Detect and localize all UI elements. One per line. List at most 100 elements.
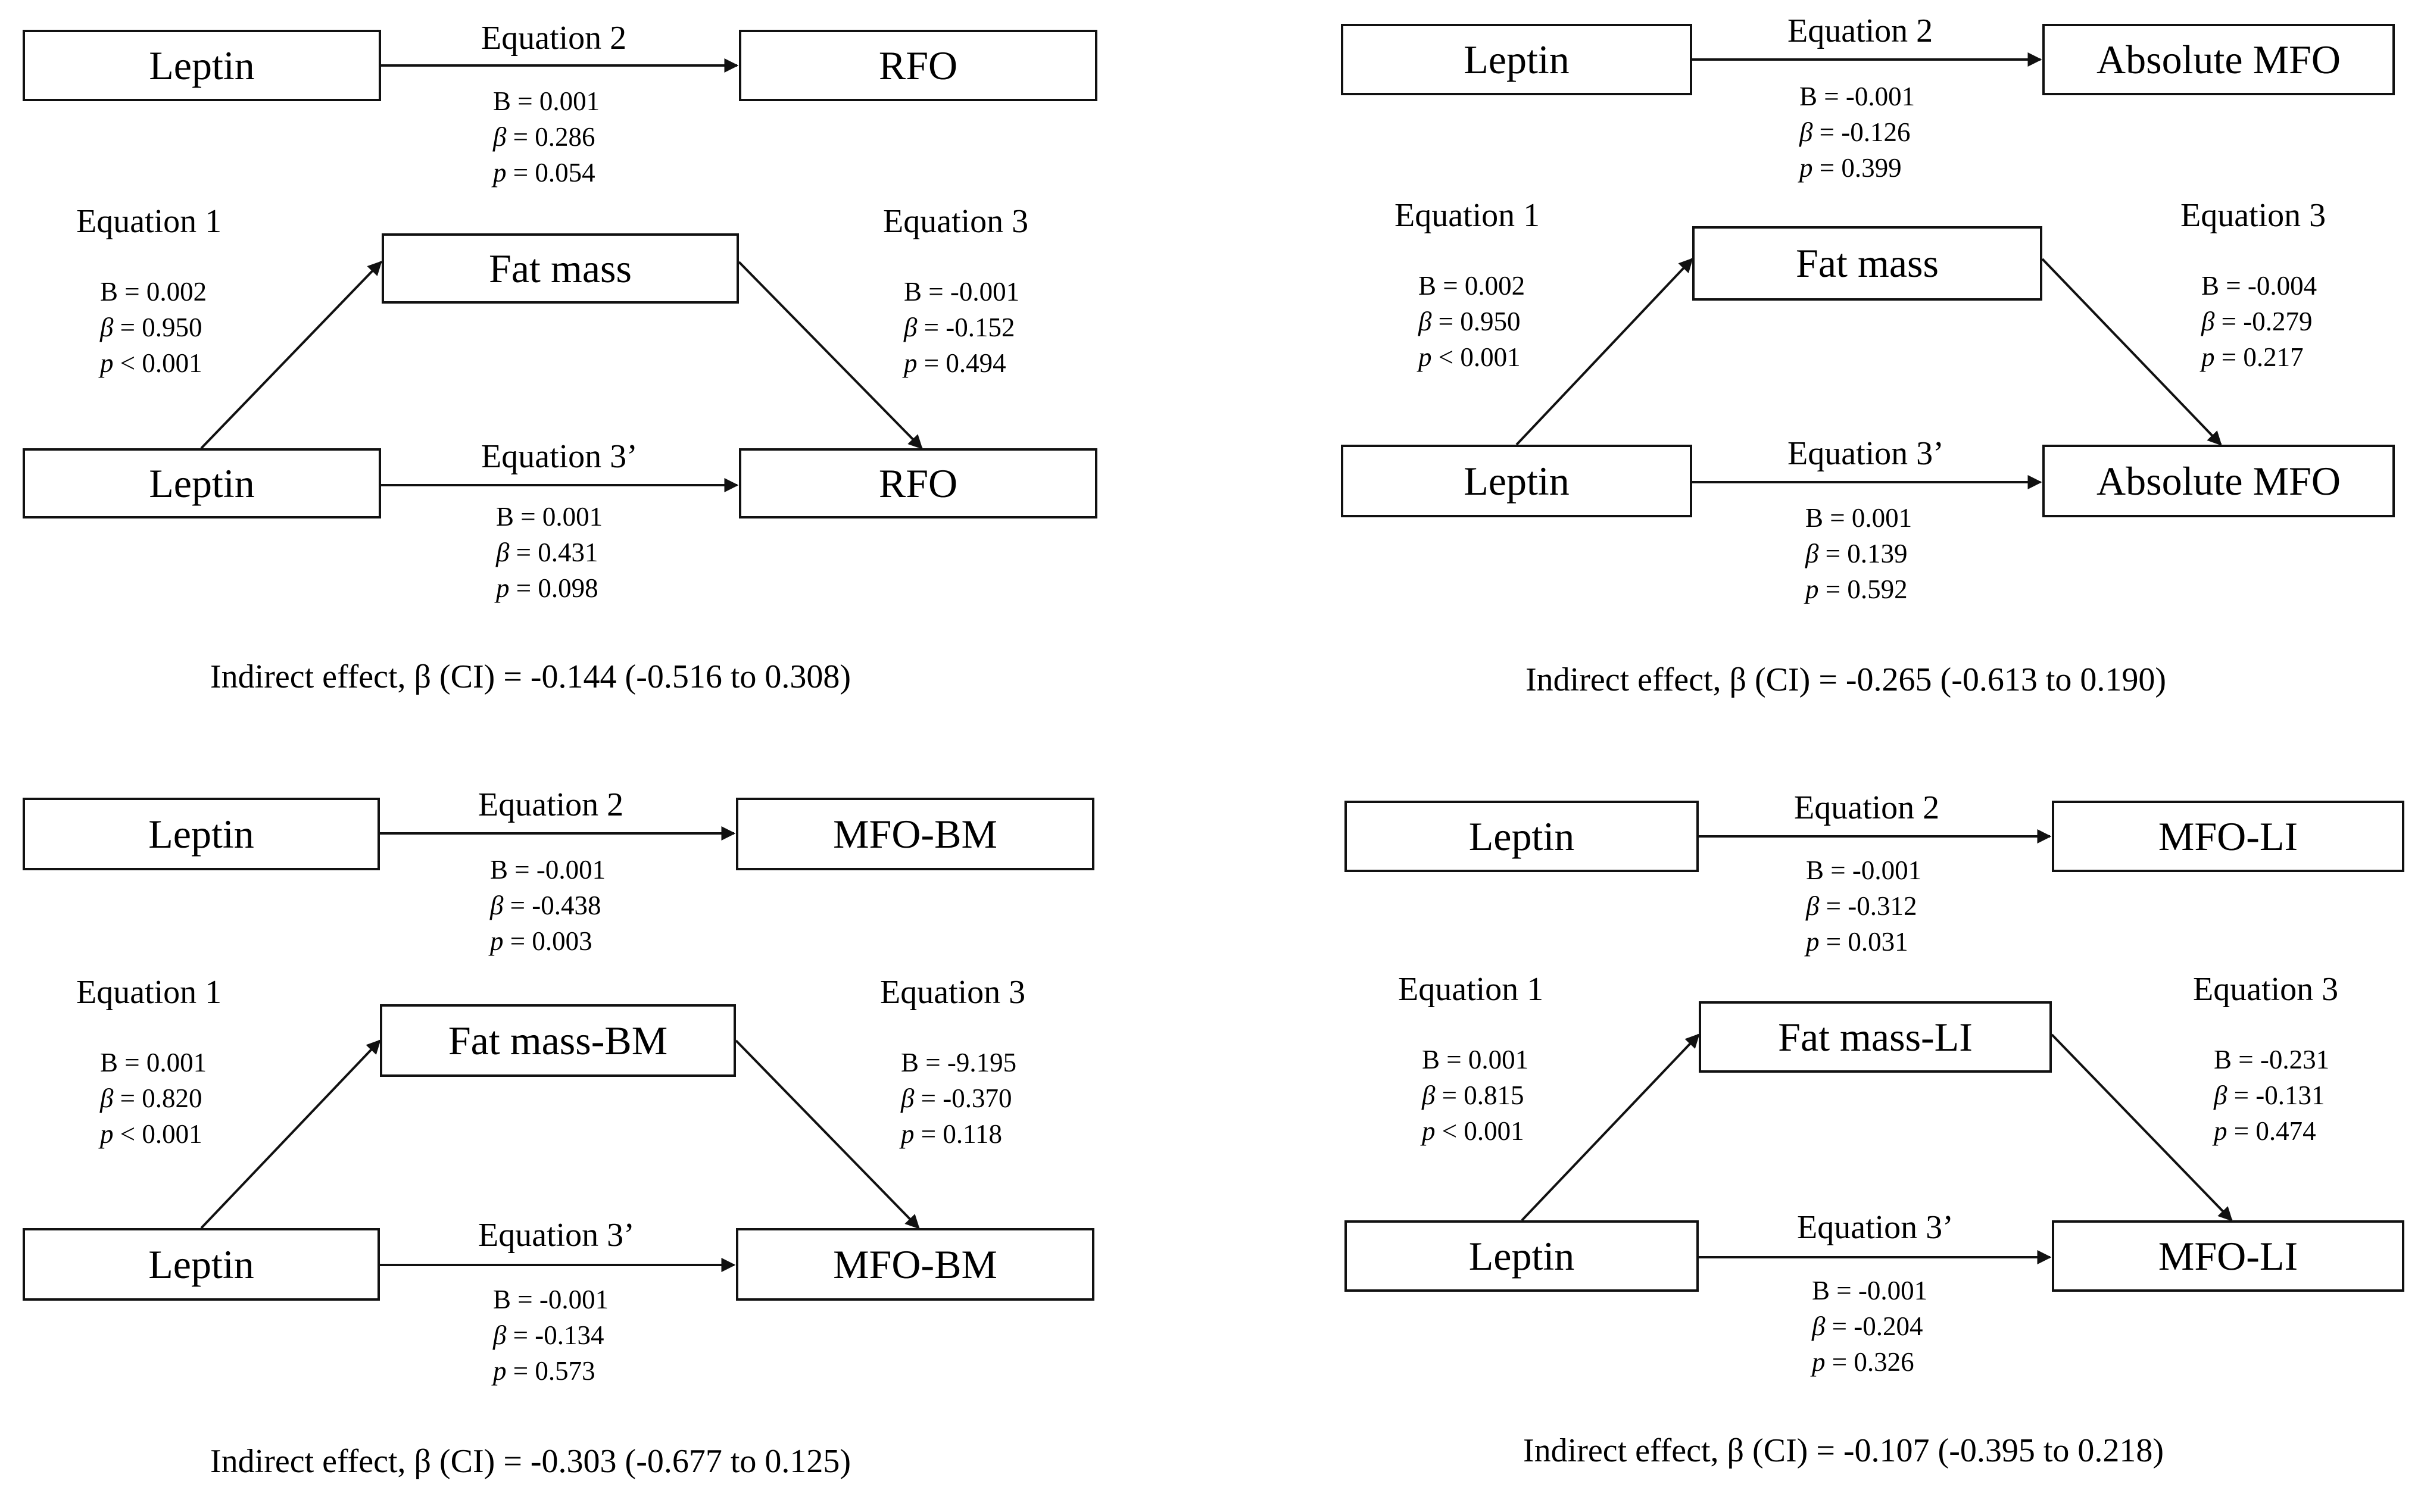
equation-2-stats: B = -0.001 β = -0.126 p = 0.399 <box>1799 79 1915 186</box>
stat-p: p < 0.001 <box>1418 342 1521 372</box>
equation-2-stats: B = -0.001 β = -0.438 p = 0.003 <box>490 852 606 959</box>
equation-1-label: Equation 1 <box>1394 197 1540 234</box>
stat-b: B = -0.004 <box>2201 271 2317 301</box>
outcome-label: MFO-BM <box>833 1241 997 1287</box>
stat-b: B = -0.001 <box>1806 855 1922 885</box>
stat-p: p = 0.054 <box>493 158 595 188</box>
predictor-box-bottom: Leptin <box>1341 445 1692 517</box>
stat-p: p = 0.399 <box>1799 153 1902 183</box>
outcome-box-top: Absolute MFO <box>2042 24 2395 95</box>
stat-beta: β = -0.134 <box>493 1320 604 1350</box>
predictor-box-bottom: Leptin <box>23 448 381 518</box>
stat-p: p = 0.118 <box>901 1119 1002 1149</box>
mediator-label: Fat mass-LI <box>1778 1014 1973 1060</box>
stat-beta: β = -0.279 <box>2201 307 2313 336</box>
equation-3-stats: B = -0.004 β = -0.279 p = 0.217 <box>2201 268 2317 375</box>
arrow-equation-1 <box>200 1039 381 1229</box>
arrow-equation-3 <box>735 1039 920 1229</box>
stat-p: p = 0.592 <box>1805 574 1908 604</box>
stat-beta: β = -0.126 <box>1799 117 1911 147</box>
stat-beta: β = 0.820 <box>100 1083 202 1113</box>
stat-p: p < 0.001 <box>100 1119 202 1149</box>
predictor-box-top: Leptin <box>1344 801 1699 872</box>
equation-3-prime-stats: B = 0.001 β = 0.139 p = 0.592 <box>1805 500 1912 607</box>
equation-1-label: Equation 1 <box>76 203 222 240</box>
arrows-layer <box>1521 829 2233 1264</box>
outcome-box-top: MFO-LI <box>2052 801 2404 872</box>
indirect-effect: Indirect effect, β (CI) = -0.265 (-0.613… <box>1525 661 2167 698</box>
predictor-box-top: Leptin <box>23 30 381 101</box>
stat-b: B = -0.001 <box>904 277 1020 307</box>
stat-beta: β = 0.815 <box>1422 1080 1524 1110</box>
stat-b: B = 0.002 <box>100 277 207 307</box>
stat-beta: β = -0.438 <box>490 891 601 920</box>
mediator-label: Fat mass-BM <box>448 1017 668 1063</box>
arrow-equation-3 <box>738 261 923 449</box>
predictor-label: Leptin <box>149 460 255 506</box>
predictor-box-bottom: Leptin <box>23 1228 380 1301</box>
stat-p: p = 0.474 <box>2214 1116 2316 1146</box>
outcome-label: RFO <box>878 42 958 88</box>
arrow-equation-1 <box>1515 258 1693 446</box>
mediator-label: Fat mass <box>1796 240 1939 286</box>
predictor-label: Leptin <box>1464 458 1570 504</box>
outcome-box-bottom: MFO-LI <box>2052 1220 2404 1292</box>
equation-2-label: Equation 2 <box>481 20 627 57</box>
equation-3-stats: B = -9.195 β = -0.370 p = 0.118 <box>901 1045 1016 1152</box>
stat-beta: β = 0.950 <box>100 313 202 342</box>
equation-3-prime-label: Equation 3’ <box>1787 435 1944 472</box>
equation-3-label: Equation 3 <box>883 203 1029 240</box>
equation-3-prime-stats: B = -0.001 β = -0.134 p = 0.573 <box>493 1282 609 1389</box>
stat-b: B = -0.231 <box>2214 1045 2330 1074</box>
mediation-panel-mfo-bm: Leptin MFO-BM Fat mass-BM Leptin MFO-BM … <box>23 777 1213 1509</box>
mediator-box: Fat mass-LI <box>1699 1001 2052 1073</box>
outcome-box-bottom: Absolute MFO <box>2042 445 2395 517</box>
stat-b: B = 0.001 <box>493 86 600 116</box>
stat-b: B = -0.001 <box>490 855 606 885</box>
outcome-label: Absolute MFO <box>2096 36 2341 82</box>
stat-b: B = -9.195 <box>901 1048 1017 1077</box>
predictor-label: Leptin <box>1468 813 1575 859</box>
equation-1-stats: B = 0.001 β = 0.820 p < 0.001 <box>100 1045 207 1152</box>
stat-p: p = 0.003 <box>490 926 592 956</box>
arrow-equation-1 <box>200 261 382 449</box>
predictor-label: Leptin <box>1464 36 1570 82</box>
stat-beta: β = 0.950 <box>1418 307 1521 336</box>
mediator-box: Fat mass <box>1692 226 2042 301</box>
stat-p: p = 0.326 <box>1812 1347 1914 1377</box>
stat-b: B = 0.001 <box>1422 1045 1529 1074</box>
stat-beta: β = -0.312 <box>1806 891 1917 921</box>
predictor-box-bottom: Leptin <box>1344 1220 1699 1292</box>
outcome-box-bottom: MFO-BM <box>736 1228 1094 1301</box>
stat-b: B = 0.002 <box>1418 271 1525 301</box>
arrow-equation-1 <box>1521 1033 1700 1222</box>
equation-3-prime-label: Equation 3’ <box>478 1217 635 1254</box>
outcome-label: RFO <box>878 460 958 506</box>
mediation-panel-mfo-li: Leptin MFO-LI Fat mass-LI Leptin MFO-LI … <box>1344 780 2421 1512</box>
arrows-layer <box>200 826 920 1272</box>
predictor-label: Leptin <box>148 1241 254 1287</box>
equation-3-prime-stats: B = -0.001 β = -0.204 p = 0.326 <box>1812 1273 1927 1380</box>
arrow-equation-3 <box>2041 258 2222 446</box>
stat-beta: β = -0.152 <box>904 313 1015 342</box>
mediation-panel-absolute-mfo: Leptin Absolute MFO Fat mass Leptin Abso… <box>1341 6 2421 738</box>
equation-2-label: Equation 2 <box>1794 789 1940 826</box>
stat-p: p = 0.494 <box>904 348 1006 378</box>
mediation-panel-rfo: Leptin RFO Fat mass Leptin RFO Equation … <box>23 12 1213 744</box>
indirect-effect: Indirect effect, β (CI) = -0.303 (-0.677… <box>210 1443 851 1480</box>
arrows-layer <box>200 58 923 492</box>
stat-beta: β = 0.139 <box>1805 539 1908 568</box>
stat-beta: β = -0.131 <box>2214 1080 2325 1110</box>
outcome-label: Absolute MFO <box>2096 458 2341 504</box>
equation-1-label: Equation 1 <box>76 974 222 1011</box>
stat-p: p = 0.573 <box>493 1356 595 1386</box>
equation-1-stats: B = 0.001 β = 0.815 p < 0.001 <box>1422 1042 1528 1149</box>
outcome-label: MFO-LI <box>2158 1233 2298 1279</box>
stat-b: B = 0.001 <box>1805 503 1913 533</box>
stat-b: B = -0.001 <box>1812 1276 1928 1305</box>
indirect-effect: Indirect effect, β (CI) = -0.144 (-0.516… <box>210 658 851 695</box>
stat-beta: β = 0.286 <box>493 122 595 152</box>
stat-b: B = 0.001 <box>100 1048 207 1077</box>
indirect-effect: Indirect effect, β (CI) = -0.107 (-0.395… <box>1523 1432 2164 1469</box>
equation-2-stats: B = 0.001 β = 0.286 p = 0.054 <box>493 83 600 190</box>
